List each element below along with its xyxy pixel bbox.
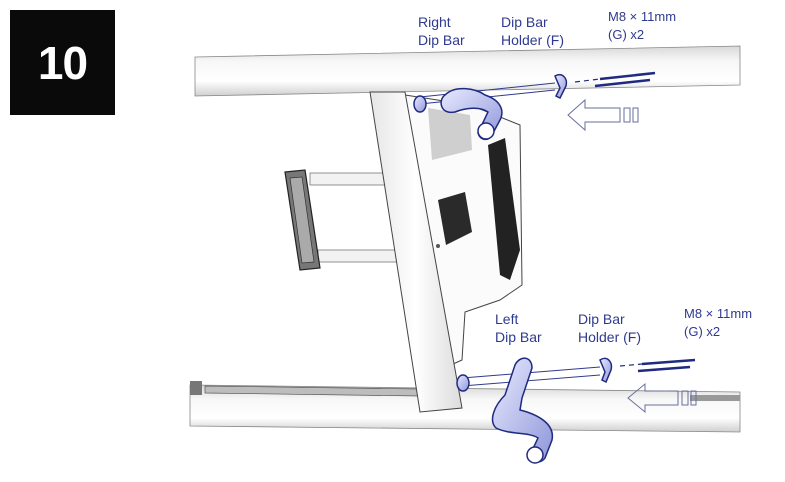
- label-line: (G) x2: [608, 27, 645, 42]
- bottom-rail: [189, 381, 741, 433]
- left-dip-bar-holder: [599, 357, 613, 384]
- label-right-dip-bar: Right Dip Bar: [418, 13, 465, 49]
- label-left-dip-bar: Left Dip Bar: [495, 310, 542, 346]
- bolt: [594, 78, 651, 88]
- bolt: [641, 358, 696, 366]
- label-dip-bar-holder-bottom: Dip Bar Holder (F): [578, 310, 641, 346]
- label-line: Holder (F): [578, 329, 642, 345]
- label-line: Dip Bar: [495, 329, 542, 345]
- label-bolts-bottom: M8 × 11mm (G) x2: [684, 305, 752, 341]
- insert-arrow-icon: [627, 382, 697, 414]
- label-bolts-top: M8 × 11mm (G) x2: [608, 8, 676, 44]
- top-rail: [194, 45, 741, 97]
- label-line: Left: [495, 311, 519, 327]
- label-line: Dip Bar: [418, 32, 465, 48]
- label-line: M8 × 11mm: [684, 306, 753, 321]
- label-line: Right: [418, 14, 451, 30]
- upright-post: [369, 91, 463, 413]
- side-handle: [284, 169, 404, 271]
- label-line: Holder (F): [501, 32, 565, 48]
- label-line: Dip Bar: [578, 311, 625, 327]
- bottom-hardware: [456, 357, 697, 464]
- label-line: M8 × 11mm: [608, 9, 677, 24]
- step-number-badge: 10: [10, 10, 115, 115]
- label-dip-bar-holder-top: Dip Bar Holder (F): [501, 13, 564, 49]
- vent-grille: [488, 138, 520, 280]
- bolt: [599, 71, 656, 81]
- top-hardware: [413, 71, 656, 141]
- small-grille: [438, 192, 472, 245]
- label-line: (G) x2: [684, 324, 721, 339]
- insert-arrow-icon: [567, 98, 639, 132]
- label-line: Dip Bar: [501, 14, 548, 30]
- right-dip-bar-holder: [554, 74, 568, 100]
- bolt: [637, 365, 691, 373]
